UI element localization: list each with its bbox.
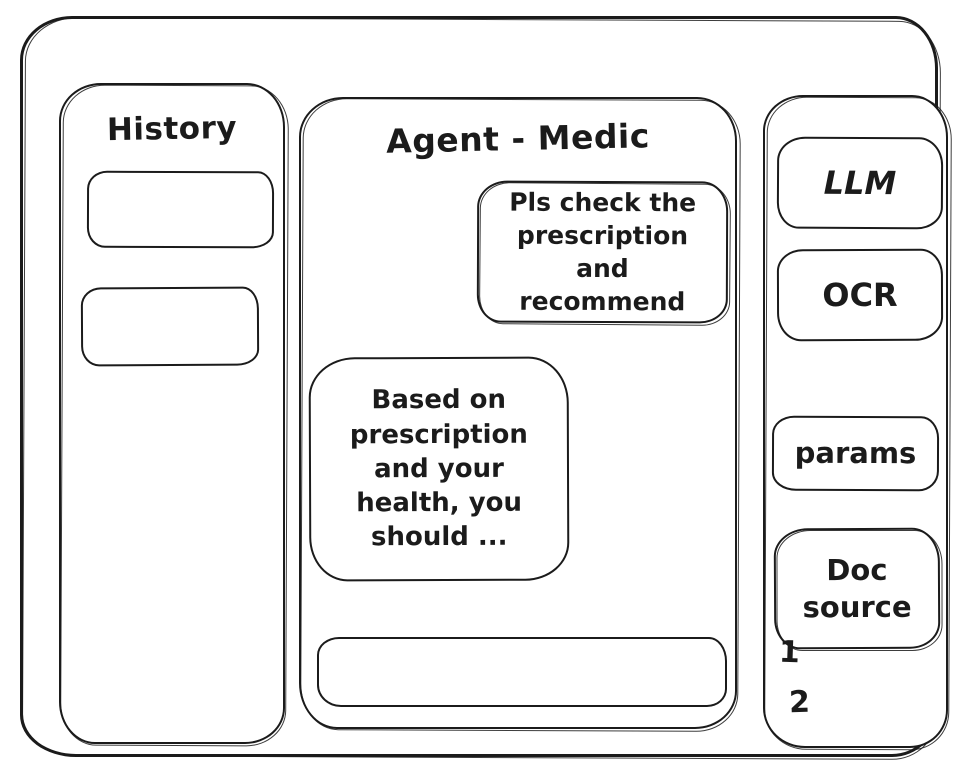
history-panel: History: [59, 83, 285, 744]
doc-source-button[interactable]: Doc source: [773, 527, 941, 650]
params-button[interactable]: params: [771, 415, 940, 492]
chat-input[interactable]: [317, 637, 727, 707]
history-title: History: [106, 109, 238, 149]
app-frame: History Agent - Medic Pls check the pres…: [20, 16, 948, 757]
chat-title: Agent - Medic: [385, 116, 651, 161]
chat-panel: Agent - Medic Pls check the prescription…: [299, 97, 737, 729]
doc-source-list-number-2: 2: [788, 684, 811, 721]
llm-button[interactable]: LLM: [776, 136, 944, 230]
doc-source-list-number-1: 1: [778, 634, 801, 671]
ocr-button[interactable]: OCR: [776, 248, 944, 342]
user-message-bubble: Pls check the prescription and recommend: [476, 180, 729, 324]
assistant-message-bubble: Based on prescription and your health, y…: [308, 356, 570, 582]
tools-panel: LLM OCR params Doc source 1 2: [763, 95, 948, 748]
history-item[interactable]: [80, 286, 260, 367]
history-item[interactable]: [86, 170, 275, 249]
